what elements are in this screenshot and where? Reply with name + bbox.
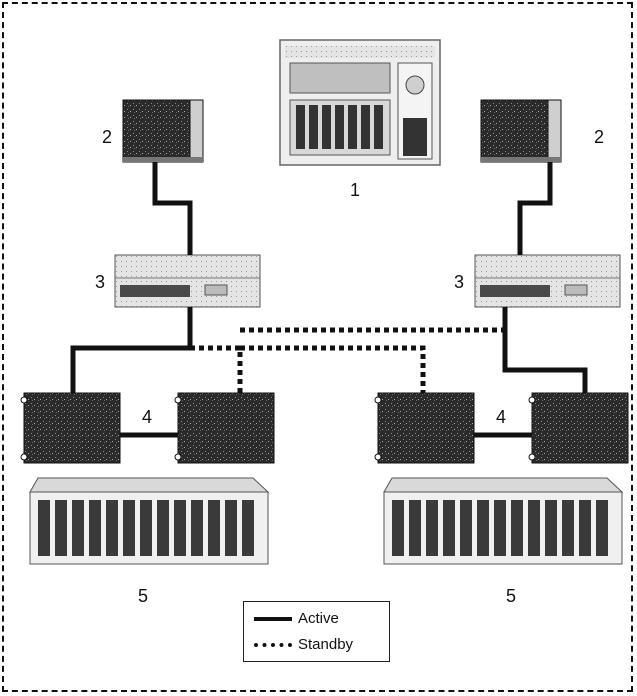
label-controllers-right: 4	[496, 407, 507, 427]
legend-standby-label: Standby	[298, 636, 354, 653]
controller-left-a	[20, 392, 121, 464]
label-controllers-left: 4	[142, 407, 153, 427]
label-hba-left: 2	[102, 127, 113, 147]
server-unit	[279, 39, 441, 166]
hba-card-left	[122, 99, 204, 163]
active-line-swatch	[254, 616, 292, 621]
label-switch-right: 3	[454, 272, 465, 292]
label-storage-right: 5	[506, 586, 517, 606]
standby-connections	[190, 327, 505, 393]
label-server: 1	[350, 180, 361, 200]
hba-card-right	[480, 99, 562, 163]
controller-left-b	[174, 392, 275, 464]
legend-box: Active Standby	[243, 601, 390, 662]
label-hba-right: 2	[594, 127, 605, 147]
label-storage-left: 5	[138, 586, 149, 606]
legend-active-label: Active	[298, 610, 339, 627]
active-connections	[70, 162, 588, 438]
controller-right-a	[374, 392, 475, 464]
fibre-switch-right	[474, 254, 621, 308]
label-switch-left: 3	[95, 272, 106, 292]
storage-enclosure-left	[29, 477, 270, 565]
legend-standby-row: Standby	[254, 636, 353, 653]
fibre-switch-left	[114, 254, 261, 308]
standby-line-swatch	[254, 642, 292, 647]
controller-right-b	[528, 392, 629, 464]
legend-active-row: Active	[254, 610, 339, 627]
storage-enclosure-right	[383, 477, 624, 565]
